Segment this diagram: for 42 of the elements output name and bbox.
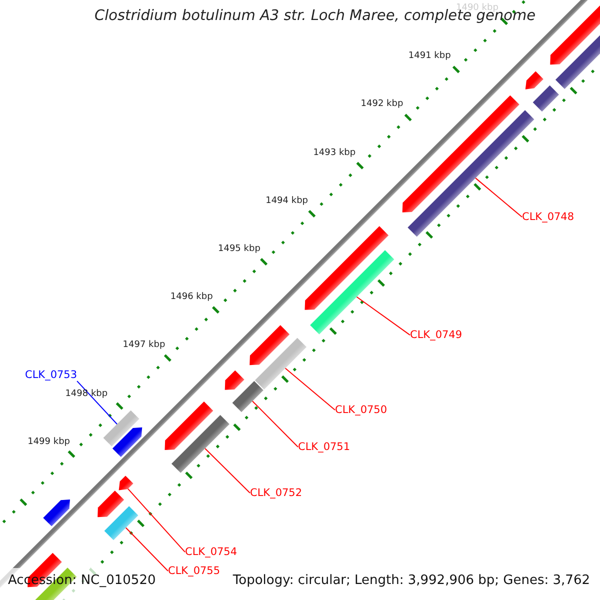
gene-label: CLK_0750 [335, 404, 388, 416]
scale-label: 1498 kbp [65, 388, 108, 399]
gene-bar [310, 250, 394, 334]
scale-label: 1492 kbp [360, 99, 404, 110]
gene-label: CLK_0755 [168, 565, 220, 578]
gene-label: CLK_0752 [250, 487, 302, 500]
gene-block [224, 370, 244, 390]
scale-label: 1491 kbp [408, 51, 451, 62]
scale-label: 1495 kbp [218, 244, 260, 254]
leader-line [252, 400, 298, 448]
leader-line [356, 296, 410, 336]
gene-bar [532, 85, 559, 112]
gene-bar [232, 381, 264, 412]
gene-bar [254, 338, 307, 390]
gene-label: CLK_0749 [410, 329, 462, 342]
gene-block [402, 95, 520, 212]
gene-block [525, 71, 544, 90]
gene-block [250, 325, 290, 366]
gene-block [112, 427, 142, 458]
gene-block [164, 402, 214, 450]
leader-line [127, 488, 186, 553]
gene-bar [103, 410, 140, 446]
leader-line [284, 368, 336, 411]
scale-label: 1493 kbp [313, 148, 356, 158]
gene-label: CLK_0748 [522, 211, 574, 224]
scale-label: 1494 kbp [266, 196, 308, 206]
leader-line [204, 448, 250, 494]
genome-stats-text: Topology: circular; Length: 3,992,906 bp; Genes: 3,762 [232, 574, 590, 589]
gene-label: CLK_0751 [298, 441, 350, 454]
scale-label: 1499 kbp [28, 436, 70, 448]
scale-label: 1496 kbp [170, 292, 213, 303]
gene-label: CLK_0754 [185, 546, 238, 558]
leader-line [125, 527, 168, 572]
gene-bar [104, 506, 138, 540]
gene-label: CLK_0753 [25, 369, 78, 382]
leader-line [76, 380, 118, 425]
gene-block [43, 499, 70, 526]
gene-bar [171, 414, 230, 473]
gene-block [304, 226, 389, 310]
scale-label: 1497 kbp [122, 340, 166, 351]
gene-block [118, 476, 134, 490]
gene-block [98, 490, 124, 518]
